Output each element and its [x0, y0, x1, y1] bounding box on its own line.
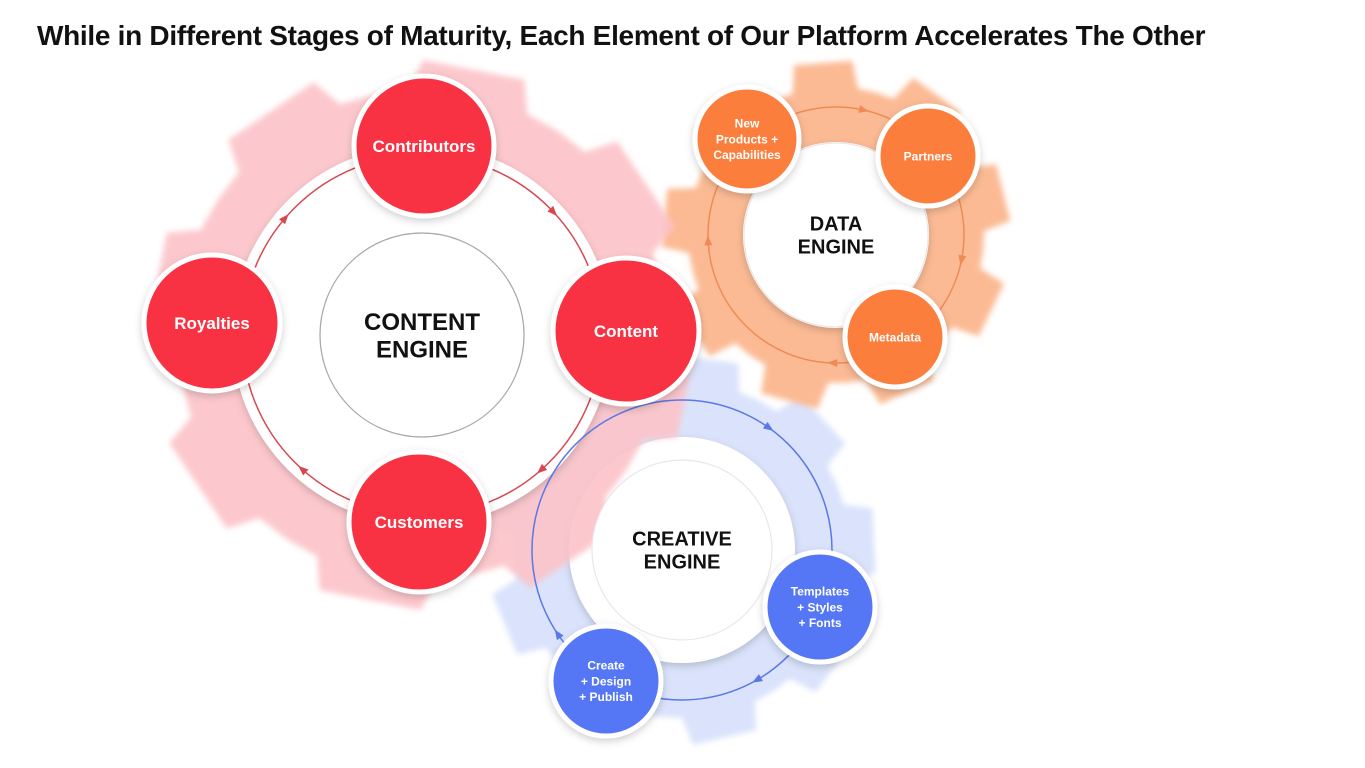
content-node-circle: [141, 252, 283, 394]
content-engine-label: CONTENT: [364, 309, 480, 336]
data-node-label: Metadata: [869, 330, 921, 344]
creative-node-label: + Fonts: [798, 616, 841, 630]
arrow-icon: [547, 205, 558, 216]
arrow-icon: [704, 235, 713, 246]
creative-engine-label: CREATIVE: [632, 529, 732, 551]
content-engine-label: ENGINE: [376, 336, 468, 363]
arrow-icon: [537, 463, 548, 474]
data-node-circle: [692, 84, 802, 194]
content-engine-hub: [319, 232, 525, 438]
data-node: Partners: [875, 103, 981, 209]
data-node-label: Products +: [716, 132, 778, 146]
content-node-circle: [550, 255, 702, 407]
data-node-label: New: [735, 117, 760, 131]
data-engine-label: ENGINE: [798, 237, 875, 259]
content-node-label: Customers: [375, 513, 464, 532]
data-node: Metadata: [842, 284, 948, 390]
creative-engine-hub: [591, 459, 773, 641]
data-node-label: Partners: [904, 149, 953, 163]
content-node-label: Royalties: [174, 314, 250, 333]
creative-node: Create+ Design + Publish: [548, 623, 664, 739]
creative-node-label: Create: [587, 659, 625, 673]
arrow-icon: [762, 421, 774, 431]
creative-node-label: + Design: [581, 674, 631, 688]
creative-node-label: + Styles: [797, 600, 843, 614]
creative-node: Templates+ Styles + Fonts: [762, 549, 878, 665]
content-node: Royalties: [141, 252, 283, 394]
creative-node-circle: [548, 623, 664, 739]
arrow-icon: [858, 105, 869, 113]
data-node-label: Capabilities: [713, 148, 781, 162]
arrow-icon: [298, 465, 309, 476]
creative-engine-label: ENGINE: [644, 552, 721, 574]
data-node-circle: [842, 284, 948, 390]
creative-cycle-ring: [531, 399, 833, 701]
creative-node-label: Templates: [791, 585, 850, 599]
arrow-icon: [827, 359, 838, 368]
content-node: Customers: [346, 449, 492, 595]
creative-node-circle: [762, 549, 878, 665]
content-node-circle: [346, 449, 492, 595]
page-title: While in Different Stages of Maturity, E…: [37, 20, 1206, 51]
content-node-label: Content: [594, 322, 659, 341]
arrow-icon: [958, 254, 967, 266]
content-node: Content: [550, 255, 702, 407]
content-node-circle: [351, 73, 497, 219]
data-engine-label: DATA: [810, 214, 863, 236]
data-node-circle: [875, 103, 981, 209]
creative-node-label: + Publish: [579, 690, 633, 704]
arrow-icon: [752, 674, 763, 683]
arrow-icon: [554, 629, 564, 641]
data-engine-hub: [743, 142, 929, 328]
arrow-icon: [279, 214, 289, 225]
content-node-label: Contributors: [373, 137, 476, 156]
content-node: Contributors: [351, 73, 497, 219]
